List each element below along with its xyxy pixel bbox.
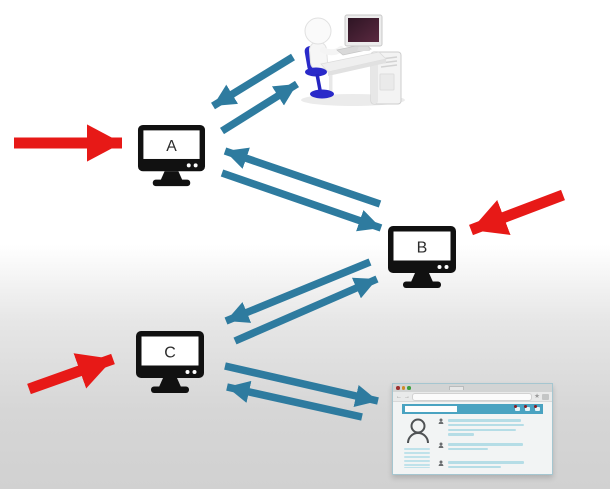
person-figure-icon	[304, 17, 344, 71]
arrow-browser-to-c	[226, 380, 363, 421]
skeleton-line	[404, 463, 430, 466]
red-arrow-to-c	[27, 353, 115, 395]
window-maximize-icon	[407, 386, 411, 390]
computer-c-label: C	[164, 345, 176, 362]
browser-tab	[448, 385, 464, 391]
skeleton-line	[404, 455, 430, 458]
feed-entry	[438, 460, 545, 468]
window-minimize-icon	[401, 386, 405, 390]
site-header-bar	[402, 404, 543, 414]
skeleton-line	[404, 451, 430, 455]
notification-icon	[524, 405, 530, 412]
menu-icon	[542, 393, 549, 400]
arrow-a-to-user	[220, 80, 299, 135]
arrow-user-to-a	[211, 53, 295, 110]
skeleton-line	[404, 467, 430, 468]
computer-b-icon: B	[388, 226, 456, 288]
mini-person-icon	[438, 442, 444, 448]
profile-info-skeleton	[404, 448, 430, 468]
mini-person-icon	[438, 460, 444, 466]
notification-icon	[534, 405, 540, 412]
skeleton-line	[448, 423, 524, 427]
forward-icon: →	[404, 393, 410, 400]
skeleton-line	[448, 433, 474, 436]
feed-entry-skeleton	[448, 442, 545, 453]
mini-person-icon	[438, 418, 444, 424]
computer-c-icon: C	[136, 331, 204, 393]
skeleton-line	[448, 461, 524, 464]
skeleton-line	[404, 448, 430, 451]
browser-window-icon: ← → ★	[392, 383, 553, 475]
chair-base-icon	[305, 67, 334, 99]
notification-icons	[514, 405, 540, 412]
notification-icon	[514, 405, 520, 412]
skeleton-line	[404, 459, 430, 462]
browser-titlebar	[393, 384, 552, 392]
feed-entry-skeleton	[448, 460, 545, 468]
back-icon: ←	[396, 393, 402, 400]
arrow-c-to-browser	[224, 362, 379, 407]
person-at-computer-icon	[301, 14, 405, 106]
feed-entry	[438, 442, 545, 453]
browser-addressbar: ← → ★	[393, 392, 552, 402]
skeleton-line	[448, 419, 521, 422]
skeleton-line	[448, 443, 523, 446]
arrow-b-to-c	[224, 258, 372, 325]
skeleton-line	[448, 428, 516, 432]
site-content	[402, 416, 545, 468]
desk-monitor-icon	[344, 14, 383, 51]
computer-a-icon: A	[137, 124, 206, 187]
arrow-b-to-a	[223, 147, 382, 208]
skeleton-line	[448, 465, 501, 468]
computer-a-label: A	[166, 138, 177, 155]
notification-badge	[514, 405, 517, 409]
profile-avatar-icon	[407, 418, 429, 444]
computer-b-label: B	[417, 240, 428, 257]
arrow-a-to-b	[220, 169, 383, 232]
notification-badge	[534, 405, 537, 409]
url-field	[412, 392, 533, 401]
site-search-box	[405, 406, 457, 412]
arrow-c-to-b	[233, 275, 379, 345]
desk-icon	[320, 51, 387, 97]
bookmark-star-icon: ★	[534, 392, 540, 400]
skeleton-line	[448, 447, 488, 451]
feed-entry-skeleton	[448, 418, 545, 438]
notification-badge	[524, 405, 527, 409]
feed-entry	[438, 418, 545, 438]
window-close-icon	[396, 386, 400, 390]
red-arrow-to-b	[469, 189, 565, 236]
